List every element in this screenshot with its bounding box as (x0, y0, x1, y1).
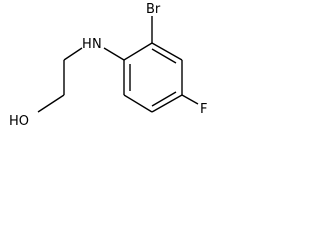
benzene-ring (123, 42, 183, 113)
atom-amine-h-label: H (82, 37, 92, 52)
chemical-structure-diagram: Br H N HO F (9, 2, 207, 129)
bond-ch2-o (37, 94, 65, 113)
ring-bond-c5-c6 (123, 94, 153, 113)
ring-bond-c4-c5-inner (151, 91, 177, 107)
bond-c4-f (181, 94, 199, 105)
ring-bond-c4-c5 (151, 94, 183, 113)
atom-fluorine-label: F (200, 102, 207, 117)
atom-hydroxyl-label: HO (9, 114, 29, 129)
ring-bond-c1-c2 (123, 42, 153, 61)
atom-amine-label: N (92, 37, 102, 52)
ring-bond-c2-c3-inner (151, 48, 177, 64)
atom-bromine-label: Br (146, 2, 161, 17)
ring-bond-c2-c3 (151, 42, 183, 61)
bond-n-ch2 (63, 47, 83, 61)
bond-c1-n (103, 47, 125, 61)
